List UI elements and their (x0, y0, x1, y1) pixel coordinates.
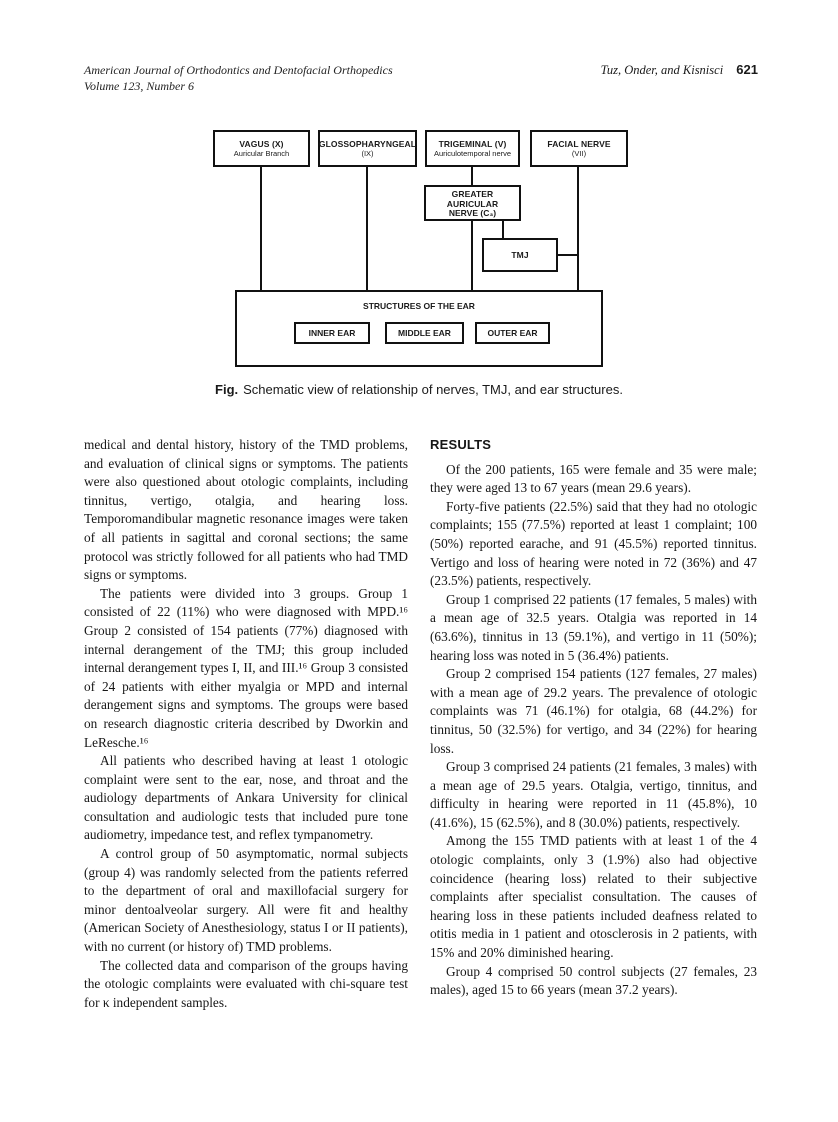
paragraph: A control group of 50 asymptomatic, norm… (84, 846, 408, 955)
page-number: 621 (736, 62, 758, 77)
connector-tmj-facial (558, 254, 579, 256)
greater-auricular-sublabel: NERVE (C₃) (448, 207, 497, 218)
outer-ear-label: OUTER EAR (487, 328, 538, 338)
paragraph: Forty-five patients (22.5%) said that th… (430, 498, 757, 589)
ear-structures-label: STRUCTURES OF THE EAR (363, 301, 475, 311)
diagram-box-facial: FACIAL NERVE (VII) (530, 130, 628, 167)
vagus-label: VAGUS (X) (239, 139, 284, 149)
paragraph: Group 1 comprised 22 patients (17 female… (430, 591, 757, 663)
paragraph: Among the 155 TMD patients with at least… (430, 833, 757, 961)
diagram-box-middle-ear: MIDDLE EAR (385, 322, 464, 344)
running-head: Tuz, Onder, and Kisnisci 621 (601, 62, 758, 78)
results-paragraphs: Of the 200 patients, 165 were female and… (430, 461, 757, 1000)
journal-title: American Journal of Orthodontics and Den… (84, 63, 393, 77)
diagram-box-ear-structures: STRUCTURES OF THE EAR INNER EAR MIDDLE E… (235, 290, 603, 367)
diagram-box-glossopharyngeal: GLOSSOPHARYNGEAL (IX) (318, 130, 417, 167)
tmj-label: TMJ (511, 250, 529, 260)
connector-glossopharyngeal-ear (366, 167, 368, 290)
glossopharyngeal-label: GLOSSOPHARYNGEAL (318, 139, 417, 149)
diagram-box-greater-auricular: GREATER AURICULAR NERVE (C₃) (424, 185, 521, 221)
connector-vagus-ear (260, 167, 262, 290)
figure-caption-label: Fig. (215, 382, 239, 397)
diagram-box-tmj: TMJ (482, 238, 558, 272)
journal-volume: Volume 123, Number 6 (84, 79, 194, 93)
diagram-box-outer-ear: OUTER EAR (475, 322, 550, 344)
diagram-box-vagus: VAGUS (X) Auricular Branch (213, 130, 310, 167)
results-heading: RESULTS (430, 437, 492, 452)
authors: Tuz, Onder, and Kisnisci (600, 63, 724, 77)
paragraph: medical and dental history, history of t… (84, 437, 408, 583)
paragraph: Of the 200 patients, 165 were female and… (430, 461, 757, 496)
glossopharyngeal-sublabel: (IX) (361, 149, 374, 158)
right-column: RESULTS Of the 200 patients, 165 were fe… (430, 436, 757, 1000)
trigeminal-label: TRIGEMINAL (V) (438, 139, 507, 149)
inner-ear-label: INNER EAR (308, 328, 356, 338)
paragraph: Group 3 comprised 24 patients (21 female… (430, 759, 757, 830)
paragraph: All patients who described having at lea… (84, 753, 408, 843)
paragraph: Group 4 comprised 50 control subjects (2… (430, 963, 757, 998)
greater-auricular-label: GREATER AURICULAR (446, 188, 499, 209)
trigeminal-sublabel: Auriculotemporal nerve (433, 149, 512, 158)
connector-gan-tmj (502, 221, 504, 238)
figure-diagram: VAGUS (X) Auricular Branch GLOSSOPHARYNG… (0, 0, 838, 420)
middle-ear-label: MIDDLE EAR (398, 328, 451, 338)
connector-trigeminal-gan (471, 167, 473, 185)
facial-label: FACIAL NERVE (547, 139, 611, 149)
paragraph: The patients were divided into 3 groups.… (84, 585, 408, 750)
figure-caption: Fig. Schematic view of relationship of ne… (0, 382, 838, 397)
paragraph: The collected data and comparison of the… (84, 957, 408, 1010)
facial-sublabel: (VII) (571, 149, 587, 158)
connector-facial-ear (577, 167, 579, 290)
diagram-box-inner-ear: INNER EAR (294, 322, 370, 344)
vagus-sublabel: Auricular Branch (233, 149, 290, 158)
paragraph: Group 2 comprised 154 patients (127 fema… (430, 666, 757, 756)
journal-header: American Journal of Orthodontics and Den… (84, 62, 393, 94)
connector-gan-ear (471, 221, 473, 290)
figure-caption-text: Schematic view of relationship of nerves… (243, 382, 623, 397)
diagram-box-trigeminal: TRIGEMINAL (V) Auriculotemporal nerve (425, 130, 520, 167)
left-column: medical and dental history, history of t… (84, 436, 408, 1012)
